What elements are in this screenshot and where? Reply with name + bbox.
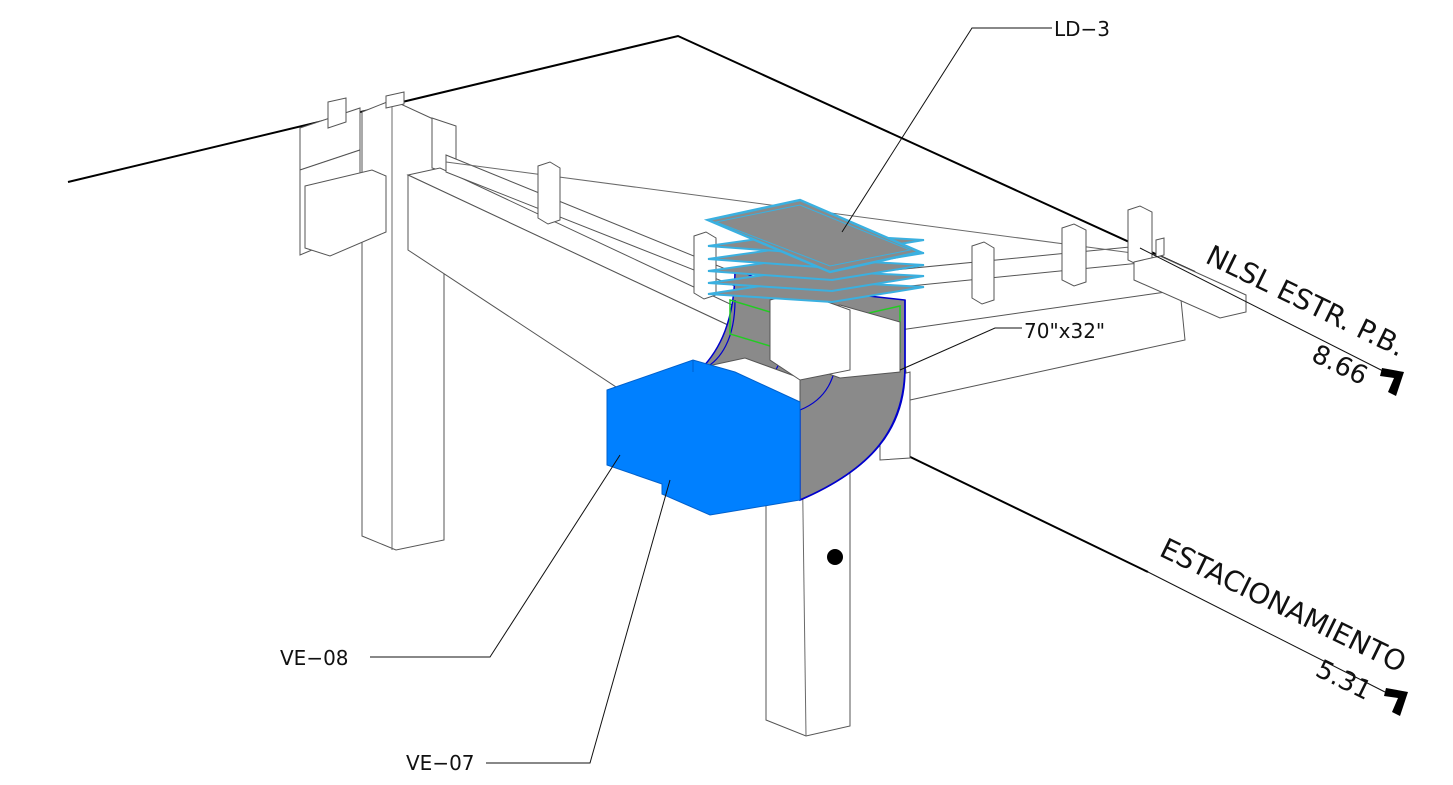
level-elevation: 8.66	[1307, 339, 1372, 391]
blue-duct-body	[606, 359, 801, 516]
level-symbol-icon	[1380, 368, 1404, 396]
label-ld3: LD−3	[1054, 17, 1110, 41]
level-marker-2: ESTACIONAMIENTO 5.31	[1155, 532, 1411, 716]
column-marker-dot	[827, 549, 843, 565]
floor-slab-outline	[67, 34, 1196, 573]
left-column	[299, 91, 457, 551]
leader-lines	[370, 27, 1386, 764]
label-duct-size: 70"x32"	[1024, 319, 1105, 343]
blue-duct	[606, 359, 801, 516]
label-ve07: VE−07	[406, 751, 475, 775]
level-marker-1: NLSL ESTR. P.B. 8.66	[1201, 239, 1411, 396]
grille-ld3	[703, 198, 925, 304]
level-symbol-icon	[1384, 688, 1408, 716]
level-name: ESTACIONAMIENTO	[1155, 532, 1411, 680]
label-ve08: VE−08	[280, 646, 349, 670]
